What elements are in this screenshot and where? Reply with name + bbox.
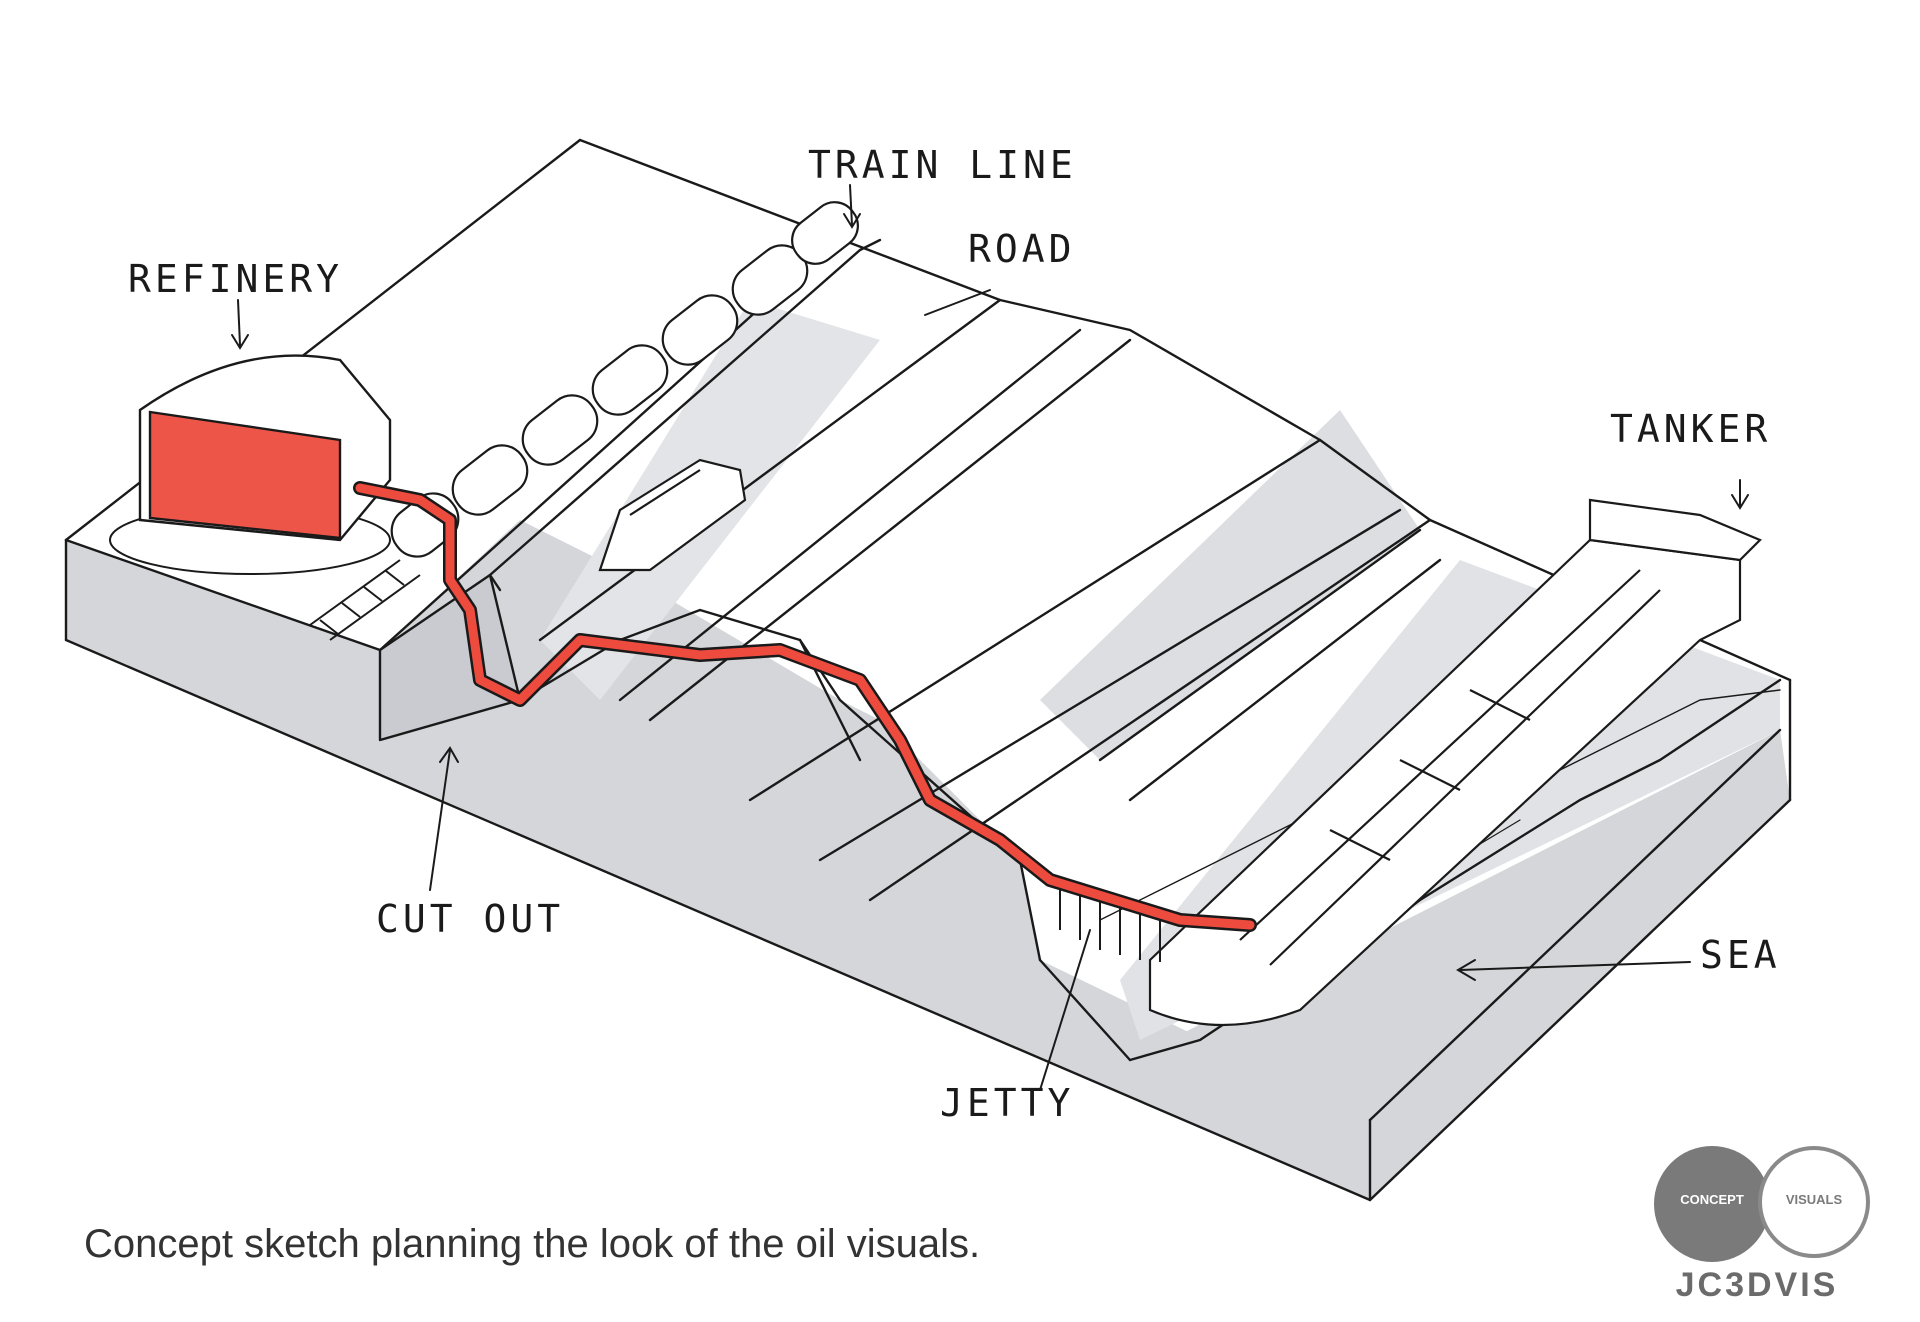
pipeline (353, 481, 1257, 932)
label-refinery: REFINERY (128, 257, 343, 301)
logo-word-concept: CONCEPT (1680, 1192, 1744, 1207)
rail-track (309, 559, 421, 641)
logo-circle-right (1758, 1146, 1870, 1258)
car (598, 458, 747, 572)
terrain-outline (64, 138, 1792, 1202)
logo-circle-left (1654, 1146, 1770, 1262)
label-train-line: TRAIN LINE (808, 143, 1077, 187)
refinery (109, 354, 392, 575)
labels: REFINERY TRAIN LINE ROAD TANKER CUT OUT … (128, 143, 1781, 1125)
label-road: ROAD (968, 227, 1076, 271)
label-cut-out: CUT OUT (376, 897, 564, 941)
label-sea: SEA (1700, 933, 1781, 977)
label-jetty: JETTY (940, 1081, 1074, 1125)
tanker-ship (1148, 498, 1762, 1027)
concept-visuals-logo: CONCEPT VISUALS JC3DVIS (1650, 1146, 1870, 1316)
label-tanker: TANKER (1610, 407, 1771, 451)
caption: Concept sketch planning the look of the … (84, 1222, 981, 1266)
logo-word-visuals: VISUALS (1785, 1192, 1843, 1207)
leader-lines (231, 184, 1749, 1091)
logo-brand: JC3DVIS (1675, 1266, 1839, 1304)
